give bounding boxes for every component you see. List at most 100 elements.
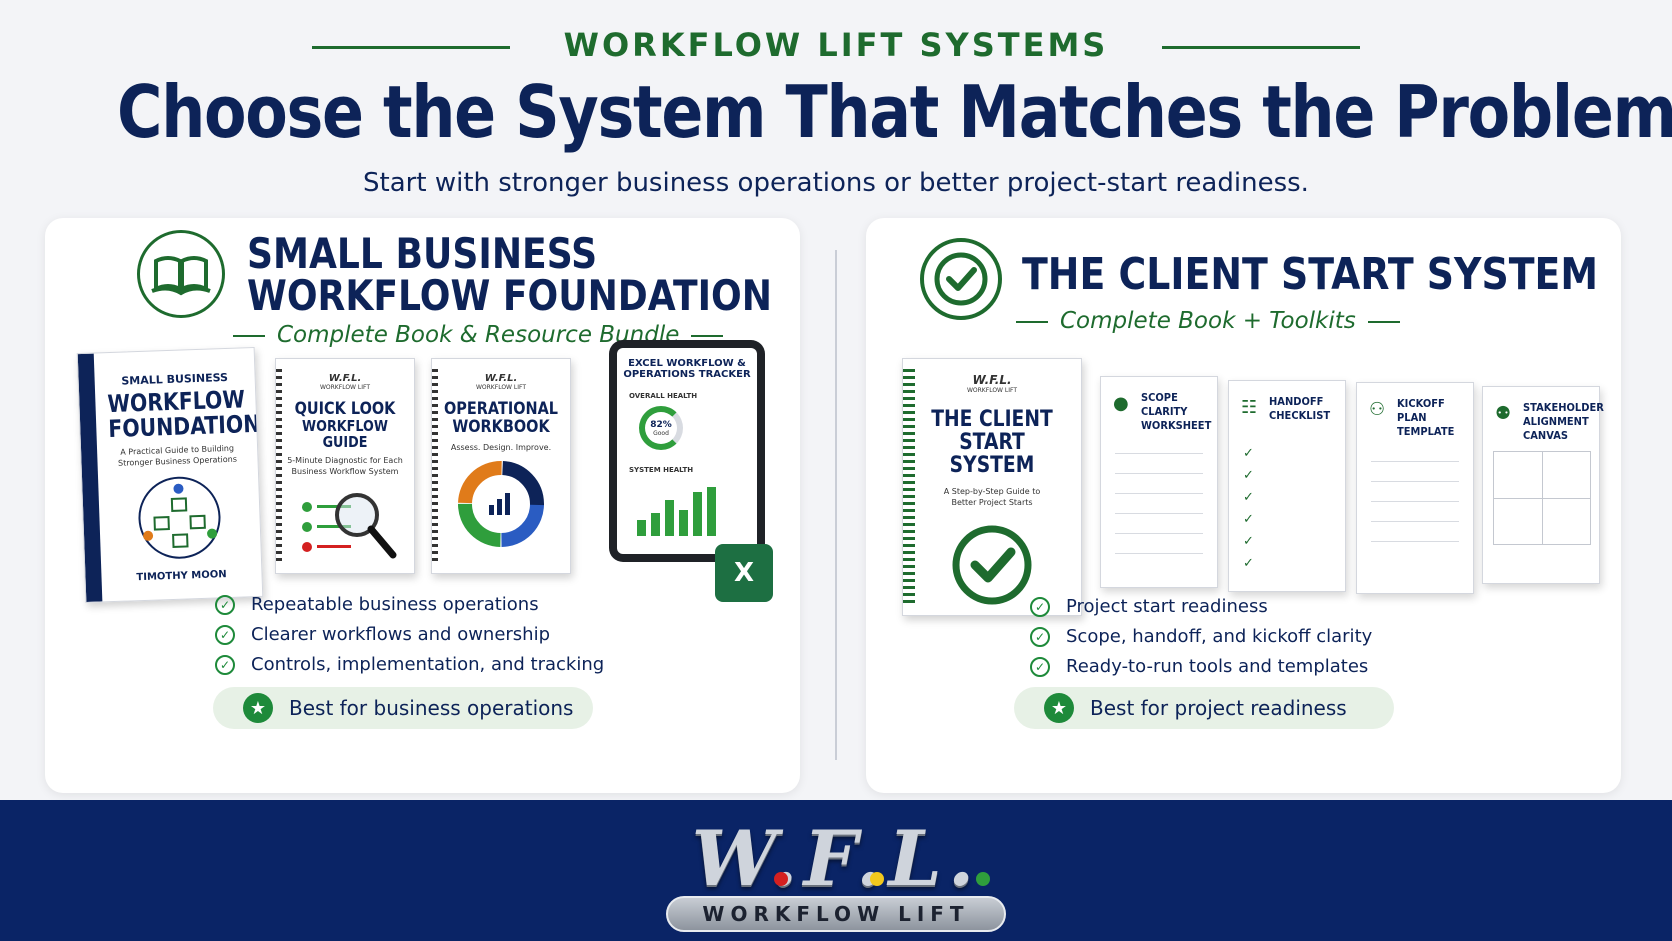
quick-look-title-line1: QUICK LOOK	[294, 399, 396, 419]
right-feature-3: ✓ Ready-to-run tools and templates	[1030, 656, 1368, 677]
check-icon: ✓	[1030, 596, 1050, 617]
tracker-bar	[679, 510, 688, 536]
quick-look-title-line2: WORKFLOW GUIDE	[302, 416, 388, 451]
workbook-description: Assess. Design. Improve.	[450, 442, 552, 452]
client-start-book[interactable]: W.F.L. WORKFLOW LIFT THE CLIENT START SY…	[902, 358, 1082, 616]
person-icon: ●	[1113, 393, 1129, 414]
sheet-rule	[1115, 533, 1203, 534]
wfl-mini-logo: W.F.L.	[484, 373, 518, 384]
quick-look-description: 5-Minute Diagnostic for Each Business Wo…	[287, 456, 403, 476]
subtitle-dash	[1367, 320, 1400, 323]
health-status: Good	[653, 429, 669, 437]
system-health-label: SYSTEM HEALTH	[629, 466, 694, 474]
handoff-checklist[interactable]: ☷ HANDOFF CHECKLIST ✓✓✓✓✓✓	[1228, 380, 1346, 592]
workbook-title-line2: WORKBOOK	[452, 416, 550, 437]
subtitle-dash	[233, 334, 265, 337]
spiral-binding	[432, 369, 438, 563]
green-dot-icon	[976, 872, 990, 886]
sheet-rule	[1115, 473, 1203, 474]
improvement-cycle-icon	[458, 461, 544, 548]
right-card-subtitle-text: Complete Book + Toolkits	[1060, 308, 1356, 334]
right-card-title: THE CLIENT START SYSTEM	[1022, 249, 1599, 300]
left-feature-1: ✓Repeatable business operations	[215, 594, 539, 615]
operational-workbook[interactable]: W.F.L. WORKFLOW LIFT OPERATIONAL WORKBOO…	[431, 358, 571, 574]
sheet-rule	[1115, 453, 1203, 454]
brand-rule-left	[312, 46, 510, 49]
sheet-title: KICKOFF PLAN TEMPLATE	[1397, 397, 1455, 438]
wfl-mini-logo-sub: WORKFLOW LIFT	[319, 384, 371, 391]
scope-clarity-worksheet[interactable]: ● SCOPE CLARITY WORKSHEET	[1100, 376, 1218, 588]
wfl-mini-logo: W.F.L.	[328, 373, 362, 384]
tablet-screen: EXCEL WORKFLOW & OPERATIONS TRACKER OVER…	[617, 348, 757, 554]
sheet-rule	[1371, 541, 1459, 542]
client-book-title-line2: START SYSTEM	[949, 430, 1035, 479]
right-card-subtitle: Complete Book + Toolkits	[1004, 308, 1412, 334]
spiral-binding	[276, 369, 282, 563]
group-icon: ⚇	[1369, 399, 1386, 420]
sheet-rule	[1371, 521, 1459, 522]
wfl-mini-logo-sub: WORKFLOW LIFT	[475, 384, 527, 391]
workbook-title-line1: OPERATIONAL	[444, 399, 558, 419]
wfl-logo: W.F.L.	[691, 814, 981, 903]
subtitle-dash	[691, 334, 724, 337]
footer-banner: W.F.L. WORKFLOW LIFT	[0, 800, 1672, 941]
health-percent: 82%	[650, 419, 672, 430]
sheet-rule	[1371, 461, 1459, 462]
client-book-description: A Step-by-Step Guide to Better Project S…	[943, 487, 1041, 507]
feature-text: Repeatable business operations	[251, 594, 539, 615]
checklist-marks: ✓✓✓✓✓✓	[1243, 446, 1254, 571]
sheet-title: HANDOFF CHECKLIST	[1269, 395, 1331, 422]
quick-look-guide[interactable]: W.F.L. WORKFLOW LIFT QUICK LOOK WORKFLOW…	[275, 358, 415, 574]
feature-text: Clearer workflows and ownership	[251, 624, 551, 645]
sheet-rule	[1115, 493, 1203, 494]
people-icon: ⚉	[1495, 403, 1512, 424]
sheet-rule	[1371, 501, 1459, 502]
sheet-rule	[1371, 481, 1459, 482]
workflow-diagram-icon	[138, 476, 221, 559]
tracker-title-line1: EXCEL WORKFLOW &	[628, 358, 746, 369]
feature-text: Controls, implementation, and tracking	[251, 654, 605, 675]
badge-text: Best for business operations	[289, 696, 574, 720]
check-icon: ✓	[1030, 656, 1050, 677]
business-foundation-card[interactable]: SMALL BUSINESS WORKFLOW FOUNDATION Compl…	[45, 218, 800, 793]
workflow-foundation-book[interactable]: SMALL BUSINESS WORKFLOW FOUNDATION A Pra…	[76, 346, 264, 604]
excel-letter: X	[733, 558, 755, 588]
book-description: A Practical Guide to Building Stronger B…	[117, 444, 238, 468]
sheet-title: STAKEHOLDER ALIGNMENT CANVAS	[1523, 401, 1604, 442]
left-feature-2: ✓ Clearer workflows and ownership	[215, 624, 550, 645]
page-title: Choose the System That Matches the Probl…	[117, 70, 1672, 154]
brand-name: WORKFLOW LIFT SYSTEMS	[563, 26, 1109, 64]
wfl-tagline: WORKFLOW LIFT	[702, 902, 970, 926]
feature-text: Ready-to-run tools and templates	[1066, 656, 1369, 677]
book-title-line2: FOUNDATION	[107, 410, 261, 444]
left-best-for-badge[interactable]: ★ Best for business operations	[213, 687, 593, 729]
page-subtitle: Start with stronger business operations …	[363, 168, 1309, 198]
checklist-icon: ☷	[1241, 397, 1258, 418]
tracker-bar	[665, 499, 674, 536]
subtitle-dash	[1016, 320, 1048, 323]
brand-rule-right	[1162, 46, 1360, 49]
client-start-card[interactable]: THE CLIENT START SYSTEM Complete Book + …	[866, 218, 1621, 793]
wfl-mini-logo-sub: WORKFLOW LIFT	[966, 387, 1018, 394]
stakeholder-alignment-canvas[interactable]: ⚉ STAKEHOLDER ALIGNMENT CANVAS	[1482, 386, 1604, 584]
book-author: TIMOTHY MOON	[136, 569, 227, 584]
tracker-bar	[707, 486, 716, 536]
badge-text: Best for project readiness	[1090, 696, 1347, 720]
big-check-icon	[952, 525, 1032, 605]
right-best-for-badge[interactable]: ★Best for project readiness	[1014, 687, 1394, 729]
system-health-chart	[637, 484, 717, 536]
left-card-title-line2: WORKFLOW FOUNDATION	[247, 271, 772, 320]
feature-text: Scope, handoff, and kickoff clarity	[1066, 626, 1373, 647]
sheet-rule	[1115, 553, 1203, 554]
overall-health-label: OVERALL HEALTH	[629, 392, 698, 400]
excel-icon: X	[715, 544, 773, 602]
check-circle-icon	[920, 238, 1002, 320]
tracker-bar	[693, 491, 702, 536]
feature-text: Project start readiness	[1066, 596, 1268, 617]
right-feature-1: ✓ Project start readiness	[1030, 596, 1268, 617]
kickoff-plan-template[interactable]: ⚇ KICKOFF PLAN TEMPLATE	[1356, 382, 1474, 594]
star-icon: ★	[243, 693, 273, 723]
card-divider	[835, 250, 837, 760]
check-icon: ✓	[215, 624, 235, 645]
excel-tracker-tablet[interactable]: EXCEL WORKFLOW & OPERATIONS TRACKER OVER…	[609, 340, 765, 562]
